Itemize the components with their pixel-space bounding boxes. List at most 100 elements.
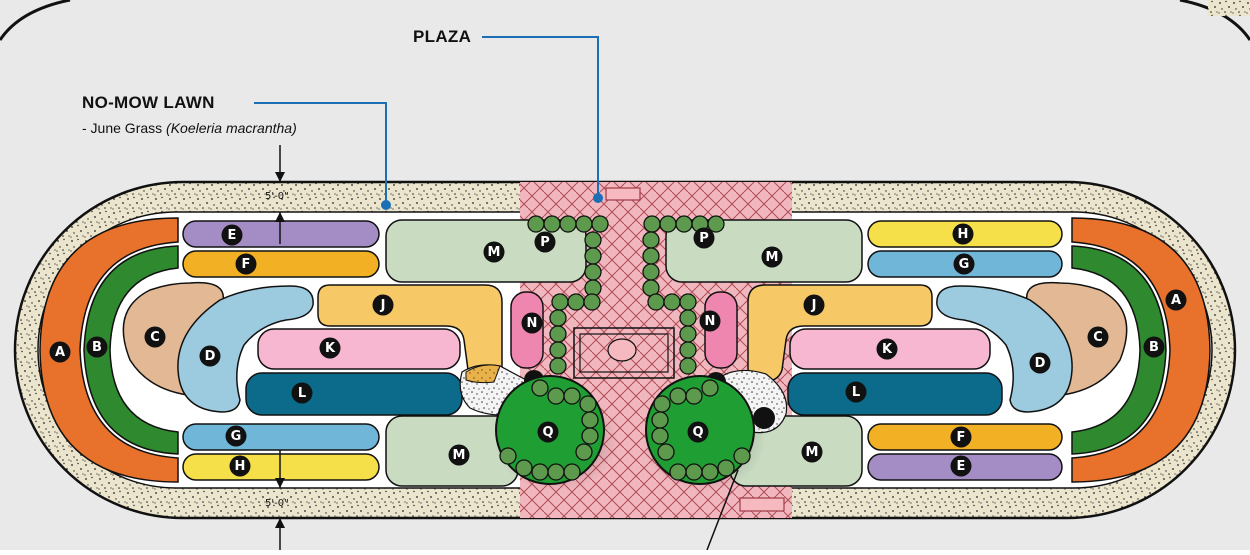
zone-badge-K: K	[319, 337, 341, 359]
zone-badge-N: N	[699, 310, 721, 332]
shrub-P-12	[584, 247, 602, 265]
shrub-P-46	[669, 387, 687, 405]
zone-badge-label: D	[1035, 356, 1046, 371]
shrub-P-23	[679, 293, 697, 311]
dimension-marker-bottom: 5'-0"	[265, 450, 289, 550]
shrub-P-27	[679, 325, 697, 343]
zone-badge-label: Q	[542, 425, 553, 440]
shrub-P-54	[717, 459, 735, 477]
shrub-P-35	[579, 395, 597, 413]
zone-badge-E: E	[950, 455, 972, 477]
zone-badge-label: B	[1149, 340, 1159, 355]
central-planter-basin	[607, 338, 637, 362]
shrub-P-20	[583, 293, 601, 311]
shrub-P-9	[707, 215, 725, 233]
bed-G-left	[182, 423, 380, 451]
shrub-P-48	[651, 411, 669, 429]
shrub-P-33	[547, 387, 565, 405]
zone-badge-A: A	[1165, 289, 1187, 311]
shrub-P-6	[659, 215, 677, 233]
bed-K-left	[257, 328, 461, 370]
zone-badge-circle	[1087, 326, 1109, 348]
zone-badge-circle	[876, 338, 898, 360]
zone-badge-label: D	[205, 349, 216, 364]
zone-badge-label: E	[228, 228, 237, 243]
shrub-P-36	[581, 411, 599, 429]
shrub-P-18	[551, 293, 569, 311]
zone-badge-Q: Q	[687, 421, 709, 443]
zone-badge-C: C	[144, 326, 166, 348]
shrub-P-1	[543, 215, 561, 233]
central-planter-inner	[579, 333, 669, 373]
zone-badge-circle	[221, 224, 243, 246]
bed-E-left	[182, 220, 380, 248]
bed-F-left	[182, 250, 380, 278]
shrub-P-2	[559, 215, 577, 233]
zone-badge-circle	[144, 326, 166, 348]
shrub-P-28	[549, 341, 567, 359]
corner-lawn	[1208, 0, 1250, 16]
shrub-P-15	[642, 263, 660, 281]
shrub-P-52	[685, 463, 703, 481]
zone-badge-label: K	[882, 342, 893, 357]
zone-badge-label: G	[231, 429, 242, 444]
zone-badge-F: F	[235, 253, 257, 275]
zone-badge-circle	[199, 345, 221, 367]
shrub-P-51	[701, 463, 719, 481]
zone-badge-circle	[950, 455, 972, 477]
shrub-P-26	[549, 325, 567, 343]
zone-badge-circle	[537, 421, 559, 443]
bed-B-right	[1071, 245, 1167, 455]
shrub-P-11	[642, 231, 660, 249]
zone-badge-label: H	[958, 227, 969, 242]
shrub-P-40	[547, 463, 565, 481]
shrub-P-53	[669, 463, 687, 481]
zone-badge-label: M	[453, 448, 466, 463]
zone-badge-circle	[448, 444, 470, 466]
zone-badge-label: C	[1093, 330, 1103, 345]
zone-badge-circle	[291, 382, 313, 404]
zone-badge-circle	[687, 421, 709, 443]
dimension-label-top: 5'-0"	[265, 191, 289, 202]
zone-badge-G: G	[225, 425, 247, 447]
zone-badge-J: J	[372, 294, 394, 316]
lawn-leader-line	[254, 102, 387, 205]
shrub-P-32	[531, 379, 549, 397]
bed-J-right	[747, 284, 933, 383]
plaza-leader-dot	[593, 193, 603, 203]
zone-badge-label: N	[705, 314, 716, 329]
zone-badge-E: E	[221, 224, 243, 246]
shrub-P-45	[685, 387, 703, 405]
zone-badge-G: G	[953, 253, 975, 275]
zone-badge-label: M	[488, 245, 501, 260]
shrub-P-19	[567, 293, 585, 311]
shrub-P-25	[679, 309, 697, 327]
zone-badge-A: A	[49, 341, 71, 363]
bed-H-left	[182, 453, 380, 481]
street-curb-left	[0, 0, 71, 41]
zone-badge-Q: Q	[537, 421, 559, 443]
zone-badge-H: H	[952, 223, 974, 245]
shrub-P-44	[701, 379, 719, 397]
zone-badge-F: F	[950, 426, 972, 448]
zone-badge-label: M	[766, 250, 779, 265]
bed-A-left	[39, 217, 179, 483]
no-mow-lawn-latin-name: (Koeleria macrantha)	[166, 120, 297, 136]
shrub-P-43	[499, 447, 517, 465]
zone-badge-label: A	[55, 345, 65, 360]
zone-badge-circle	[845, 381, 867, 403]
zone-badge-circle	[235, 253, 257, 275]
zone-badge-label: E	[957, 459, 966, 474]
zone-badge-circle	[953, 253, 975, 275]
bed-D-left	[177, 285, 314, 413]
zone-badge-circle	[86, 336, 108, 358]
zone-badge-label: F	[242, 257, 251, 272]
shrub-P-3	[575, 215, 593, 233]
shrub-P-22	[663, 293, 681, 311]
plaza-bench-top	[605, 187, 641, 201]
zone-badge-circle	[225, 425, 247, 447]
dimension-marker-top: 5'-0"	[265, 145, 289, 244]
shrub-P-34	[563, 387, 581, 405]
